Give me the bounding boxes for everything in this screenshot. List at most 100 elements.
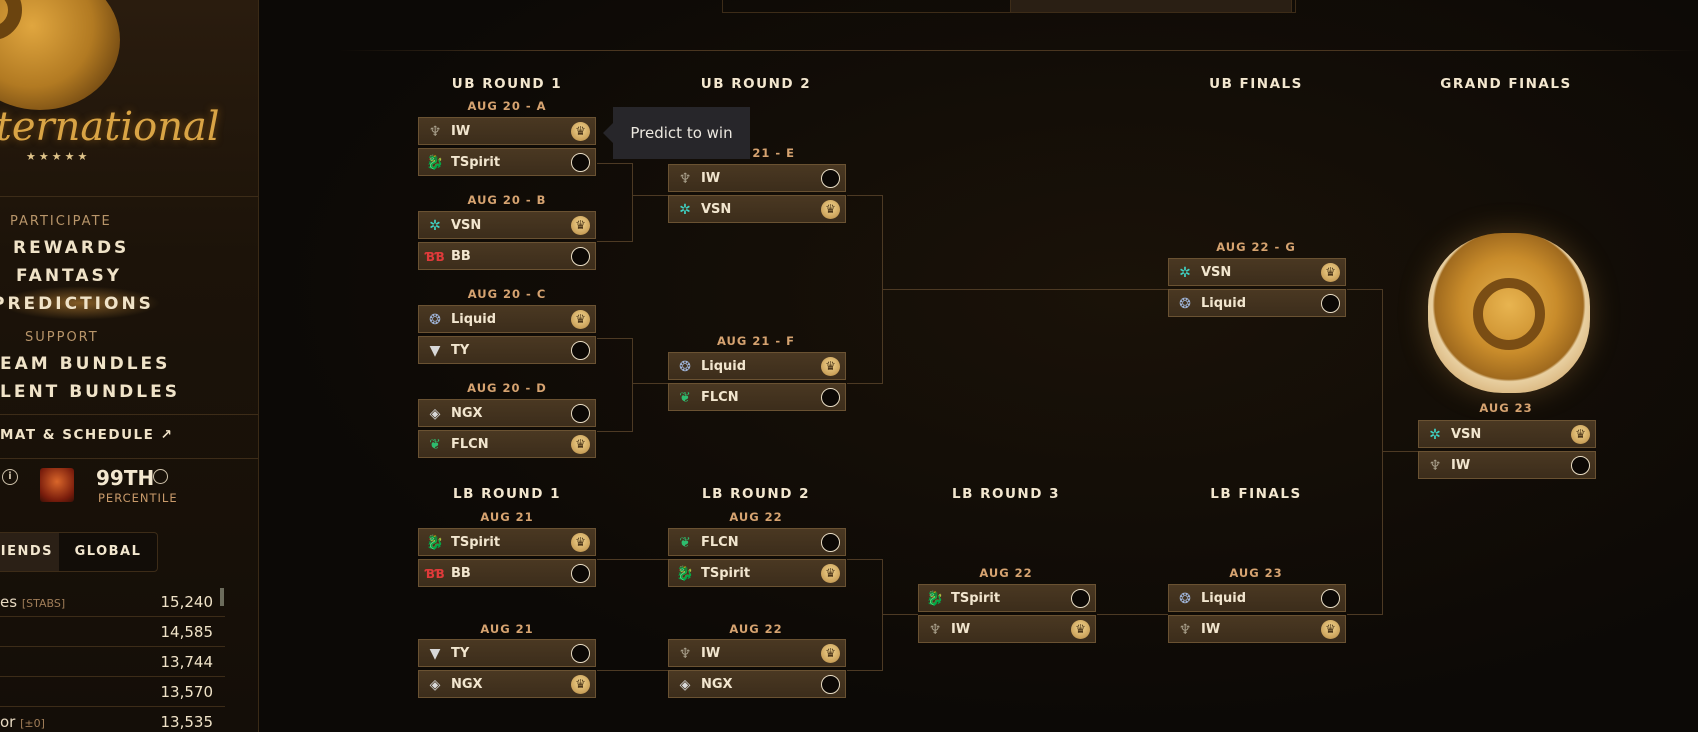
team-row[interactable]: ✲ VSN xyxy=(418,211,596,239)
match-label: AUG 22 xyxy=(729,510,783,524)
bracket-connector xyxy=(847,383,883,384)
team-falcons-logo-icon: ❦ xyxy=(429,437,441,453)
team-vsn-logo-icon: ✲ xyxy=(429,218,441,234)
team-row[interactable]: ✲ VSN xyxy=(1168,258,1346,286)
leaderboard-row[interactable]: es [STABS] 15,240 xyxy=(0,588,225,617)
aegis-trophy-icon xyxy=(1428,233,1590,393)
predicted-winner-crown-icon[interactable] xyxy=(571,675,590,694)
round-title-ub2: UB ROUND 2 xyxy=(700,76,812,92)
team-row[interactable]: ❦ FLCN xyxy=(668,528,846,556)
predicted-winner-crown-icon[interactable] xyxy=(821,357,840,376)
bracket-connector xyxy=(847,670,883,671)
team-name: TSpirit xyxy=(451,155,501,170)
team-row[interactable]: 🐉 TSpirit xyxy=(418,528,596,556)
predict-radio[interactable] xyxy=(821,169,840,188)
predicted-winner-crown-icon[interactable] xyxy=(571,216,590,235)
scrollbar-thumb[interactable] xyxy=(220,588,224,606)
divider xyxy=(0,458,258,459)
toggle-global[interactable]: GLOBAL xyxy=(74,544,142,559)
match-label: AUG 22 - G xyxy=(1216,240,1296,254)
nav-team-bundles[interactable]: EAM BUNDLES xyxy=(0,354,171,374)
team-row[interactable]: ♆ IW xyxy=(1168,615,1346,643)
round-title-lb2: LB ROUND 2 xyxy=(701,486,811,502)
predict-radio[interactable] xyxy=(571,341,590,360)
predicted-winner-crown-icon[interactable] xyxy=(571,122,590,141)
team-row[interactable]: 🐉 TSpirit xyxy=(418,148,596,176)
predict-radio[interactable] xyxy=(571,153,590,172)
team-row[interactable]: ♆ IW xyxy=(668,164,846,192)
round-title-lb1: LB ROUND 1 xyxy=(452,486,562,502)
team-row[interactable]: ◈ NGX xyxy=(668,670,846,698)
team-row[interactable]: ▼ TY xyxy=(418,639,596,667)
team-row[interactable]: ♆ IW xyxy=(1418,451,1596,479)
predict-radio[interactable] xyxy=(821,388,840,407)
avatar[interactable] xyxy=(40,468,74,502)
team-row[interactable]: ✲ VSN xyxy=(1418,420,1596,448)
predicted-winner-crown-icon[interactable] xyxy=(821,644,840,663)
team-falcons-logo-icon: ❦ xyxy=(679,535,691,551)
support-heading: SUPPORT xyxy=(25,330,99,345)
predicted-winner-crown-icon[interactable] xyxy=(1321,620,1340,639)
predicted-winner-crown-icon[interactable] xyxy=(821,564,840,583)
team-row[interactable]: ❂ Liquid xyxy=(1168,584,1346,612)
nav-talent-bundles[interactable]: LENT BUNDLES xyxy=(0,382,180,402)
player-tag: [STABS] xyxy=(21,597,66,610)
bracket-connector xyxy=(882,614,918,615)
predict-radio[interactable] xyxy=(571,644,590,663)
team-row[interactable]: ƁƁ BB xyxy=(418,242,596,270)
team-row[interactable]: ❂ Liquid xyxy=(668,352,846,380)
predicted-winner-crown-icon[interactable] xyxy=(1071,620,1090,639)
team-row[interactable]: ✲ VSN xyxy=(668,195,846,223)
team-row[interactable]: ❂ Liquid xyxy=(1168,289,1346,317)
bracket-connector xyxy=(597,338,633,339)
predict-radio[interactable] xyxy=(571,247,590,266)
team-row[interactable]: ♆ IW xyxy=(918,615,1096,643)
round-title-lb-finals: LB FINALS xyxy=(1210,486,1302,502)
predicted-winner-crown-icon[interactable] xyxy=(821,200,840,219)
nav-fantasy[interactable]: FANTASY xyxy=(16,266,123,286)
team-bb-logo-icon: ƁƁ xyxy=(425,250,445,264)
match-label: AUG 21 xyxy=(480,510,534,524)
team-name: NGX xyxy=(701,677,733,692)
team-spirit-logo-icon: 🐉 xyxy=(426,155,444,171)
team-row[interactable]: ƁƁ BB xyxy=(418,559,596,587)
predict-radio[interactable] xyxy=(821,533,840,552)
predicted-winner-crown-icon[interactable] xyxy=(1321,263,1340,282)
leaderboard-row[interactable]: 14,585 xyxy=(0,618,225,647)
team-row[interactable]: ❦ FLCN xyxy=(668,383,846,411)
team-row[interactable]: ❂ Liquid xyxy=(418,305,596,333)
top-panel-field[interactable] xyxy=(1010,0,1292,13)
team-row[interactable]: ♆ IW xyxy=(668,639,846,667)
leaderboard-row[interactable]: 13,570 xyxy=(0,678,225,707)
nav-predictions[interactable]: PREDICTIONS xyxy=(0,294,154,314)
predicted-winner-crown-icon[interactable] xyxy=(571,533,590,552)
predict-radio[interactable] xyxy=(1571,456,1590,475)
predicted-winner-crown-icon[interactable] xyxy=(571,310,590,329)
predicted-winner-crown-icon[interactable] xyxy=(1571,425,1590,444)
info-icon[interactable]: i xyxy=(2,469,18,485)
team-row[interactable]: ▼ TY xyxy=(418,336,596,364)
toggle-friends[interactable]: IENDS xyxy=(0,533,59,571)
leaderboard-row[interactable]: 13,744 xyxy=(0,648,225,677)
team-row[interactable]: ❦ FLCN xyxy=(418,430,596,458)
leaderboard-row[interactable]: or [±0] 13,535 xyxy=(0,708,225,732)
team-name: BB xyxy=(451,566,471,581)
team-row[interactable]: ◈ NGX xyxy=(418,670,596,698)
team-row[interactable]: 🐉 TSpirit xyxy=(918,584,1096,612)
predict-radio[interactable] xyxy=(1321,589,1340,608)
predicted-winner-crown-icon[interactable] xyxy=(571,435,590,454)
team-name: VSN xyxy=(451,218,482,233)
nav-rewards[interactable]: REWARDS xyxy=(13,238,130,258)
team-name: IW xyxy=(951,622,971,637)
predict-radio[interactable] xyxy=(821,675,840,694)
predict-radio[interactable] xyxy=(571,564,590,583)
clock-icon[interactable] xyxy=(153,469,168,484)
team-liquid-logo-icon: ❂ xyxy=(1179,296,1191,312)
nav-format-schedule-link[interactable]: MAT & SCHEDULE ↗ xyxy=(0,427,174,443)
team-row[interactable]: ◈ NGX xyxy=(418,399,596,427)
predict-radio[interactable] xyxy=(1071,589,1090,608)
team-row[interactable]: 🐉 TSpirit xyxy=(668,559,846,587)
predict-radio[interactable] xyxy=(571,404,590,423)
team-row[interactable]: ♆ IW xyxy=(418,117,596,145)
predict-radio[interactable] xyxy=(1321,294,1340,313)
